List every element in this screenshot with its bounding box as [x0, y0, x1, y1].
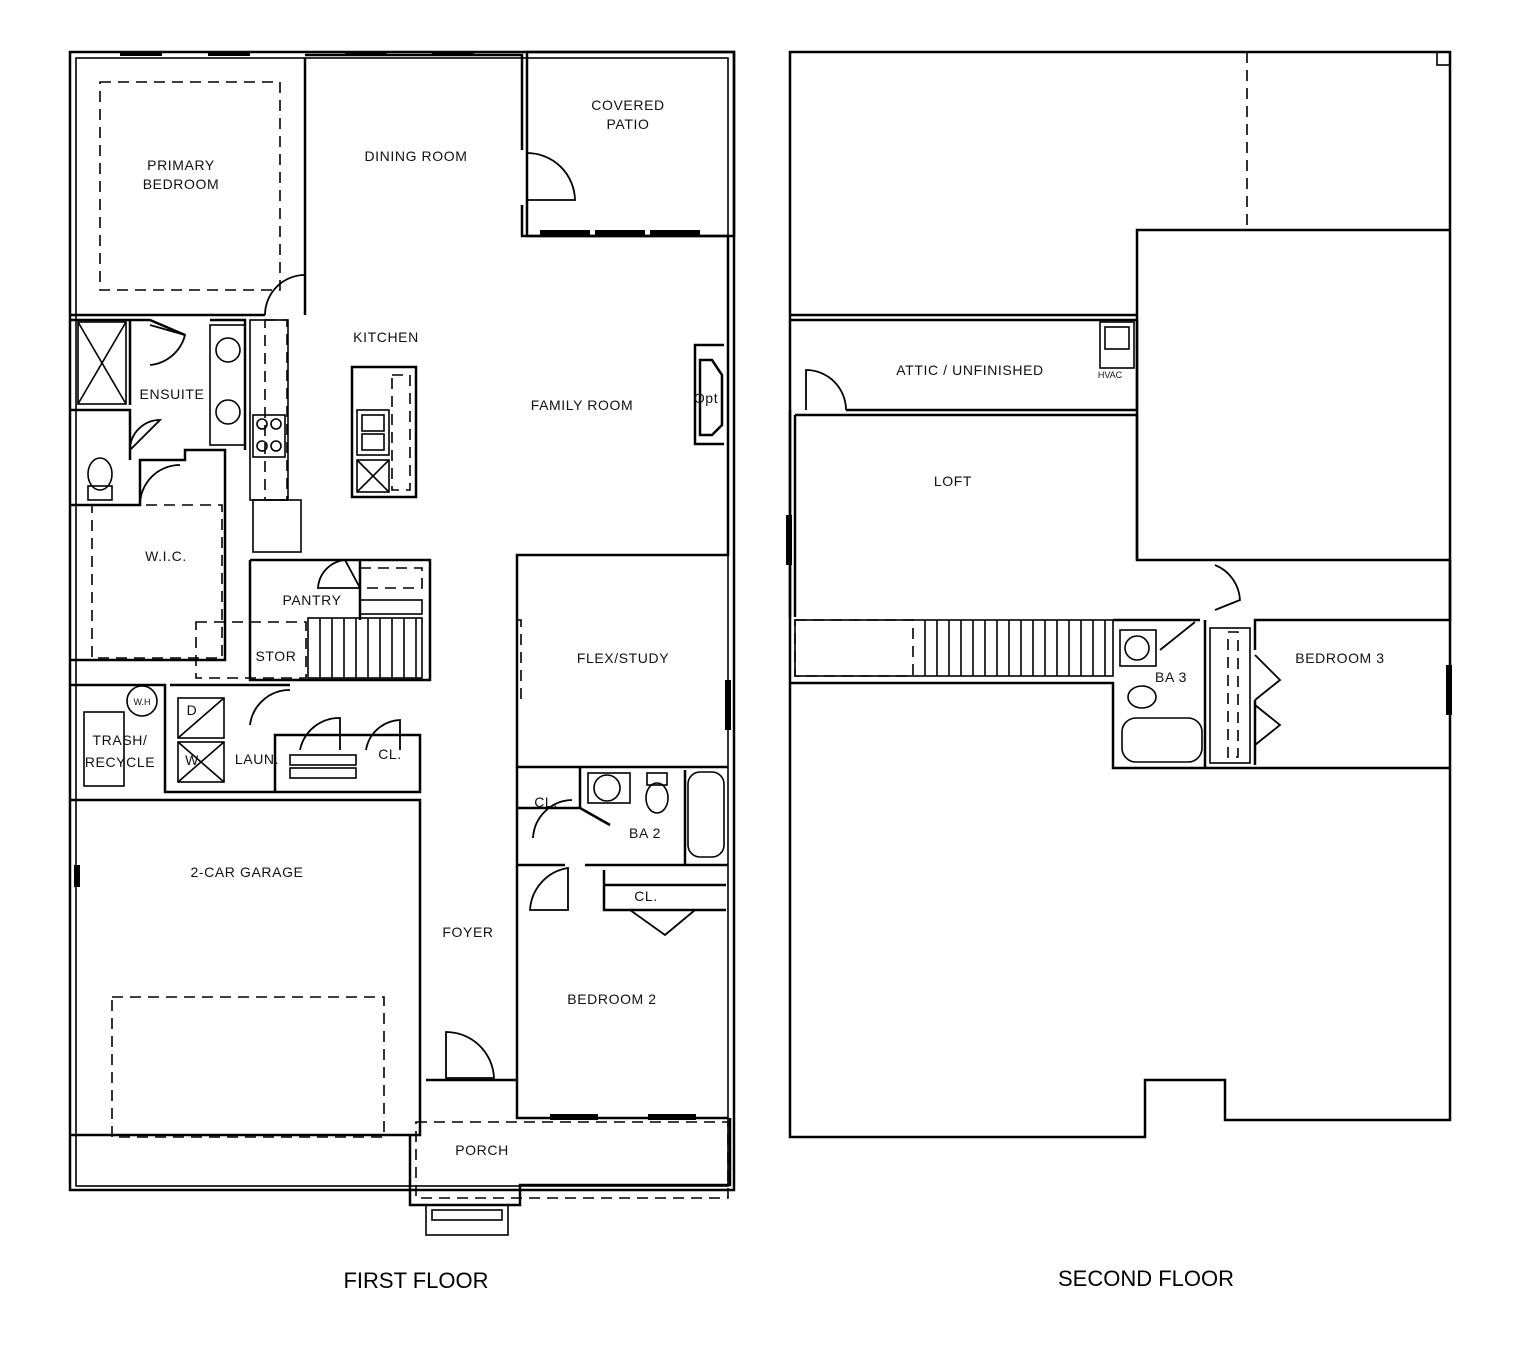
label-bedroom2: BEDROOM 2	[567, 991, 656, 1007]
ensuite-door	[129, 419, 163, 451]
stairs-first	[307, 617, 423, 679]
fridge	[252, 499, 302, 553]
label-fireplace-opt: Opt	[694, 390, 718, 406]
sink-ensuite-1	[215, 337, 241, 363]
label-ba2: BA 2	[629, 825, 661, 841]
flex-study-walls	[515, 236, 730, 769]
sink-ba3	[1124, 635, 1150, 661]
stor-dashed	[195, 621, 307, 679]
pantry-door	[317, 559, 362, 589]
label-laundry: LAUN.	[235, 751, 279, 767]
label-covered-patio-1: COVERED	[591, 97, 664, 113]
label-water-heater: W.H	[134, 697, 151, 707]
sink-ensuite-2	[215, 399, 241, 425]
primary-tray-ceiling	[99, 81, 281, 291]
kitchen-counter	[249, 319, 289, 501]
label-porch: PORCH	[455, 1142, 509, 1158]
hvac-unit	[1099, 321, 1135, 369]
toilet-ba3	[1127, 685, 1157, 709]
primary-bedroom-walls	[70, 53, 728, 317]
toilet-ensuite	[87, 457, 113, 491]
ba2-walls	[515, 767, 728, 1120]
garage-door	[299, 717, 341, 751]
dryer	[177, 697, 225, 739]
label-pantry: PANTRY	[282, 592, 341, 608]
label-closet-bed2: CL.	[634, 888, 658, 904]
label-dryer: D	[187, 702, 198, 718]
primary-bedroom-door	[264, 274, 306, 316]
bedroom3-walls	[790, 560, 1452, 770]
fireplace	[693, 343, 724, 446]
label-trash-2: RECYCLE	[85, 754, 155, 770]
label-flex-study: FLEX/STUDY	[577, 650, 669, 666]
room-labels: PRIMARY BEDROOM DINING ROOM COVERED PATI…	[85, 97, 1384, 1158]
first-floor-plan	[68, 50, 736, 1236]
first-floor-outline	[68, 50, 736, 1192]
label-family-room: FAMILY ROOM	[531, 397, 634, 413]
shower	[77, 321, 127, 405]
label-ensuite: ENSUITE	[140, 386, 205, 402]
wic-shelving	[91, 504, 223, 659]
label-primary-bedroom-1: PRIMARY	[147, 157, 215, 173]
second-floor-outline	[788, 50, 1452, 1139]
porch-dashed	[415, 1121, 729, 1199]
label-closet-ba2: CL.	[534, 794, 558, 810]
label-primary-bedroom-2: BEDROOM	[143, 176, 220, 192]
label-loft: LOFT	[934, 473, 972, 489]
second-floor-title: SECOND FLOOR	[1058, 1266, 1234, 1291]
washer	[177, 741, 225, 783]
car-outline	[111, 996, 385, 1138]
ensuite-walls	[70, 318, 247, 662]
toilet-ba2	[645, 782, 669, 814]
label-wic: W.I.C.	[145, 548, 187, 564]
island-sink	[356, 409, 390, 456]
water-heater	[126, 685, 158, 717]
label-bedroom3: BEDROOM 3	[1295, 650, 1384, 666]
tub-ba3	[1121, 717, 1203, 763]
label-dining-room: DINING ROOM	[364, 148, 467, 164]
label-stor: STOR	[255, 648, 296, 664]
patio-door	[526, 152, 576, 201]
label-closet-hall: CL.	[378, 746, 402, 762]
cooktop	[252, 414, 286, 458]
covered-patio-area	[525, 50, 736, 238]
tub-ba2	[687, 771, 725, 858]
open-to-below	[790, 228, 1450, 562]
stairs-second	[924, 620, 1106, 676]
second-floor-plan	[786, 50, 1452, 1139]
front-door	[445, 1031, 495, 1079]
label-hvac: HVAC	[1098, 370, 1123, 380]
laundry-walls	[70, 683, 422, 794]
porch-step	[425, 1204, 509, 1236]
first-floor-title: FIRST FLOOR	[343, 1268, 488, 1293]
kitchen-island	[350, 365, 418, 499]
label-foyer: FOYER	[442, 924, 493, 940]
dishwasher	[356, 459, 390, 493]
trash-bins	[83, 711, 125, 787]
label-covered-patio-2: PATIO	[607, 116, 650, 132]
sink-ba2	[593, 774, 621, 802]
label-kitchen: KITCHEN	[353, 329, 419, 345]
label-ba3: BA 3	[1155, 669, 1187, 685]
porch-walls	[408, 1078, 732, 1207]
attic-walls	[788, 318, 1139, 618]
label-garage: 2-CAR GARAGE	[191, 864, 304, 880]
label-attic: ATTIC / UNFINISHED	[896, 362, 1043, 378]
label-washer: W	[185, 752, 199, 768]
garage-walls	[70, 798, 422, 1137]
label-trash-1: TRASH/	[93, 732, 148, 748]
